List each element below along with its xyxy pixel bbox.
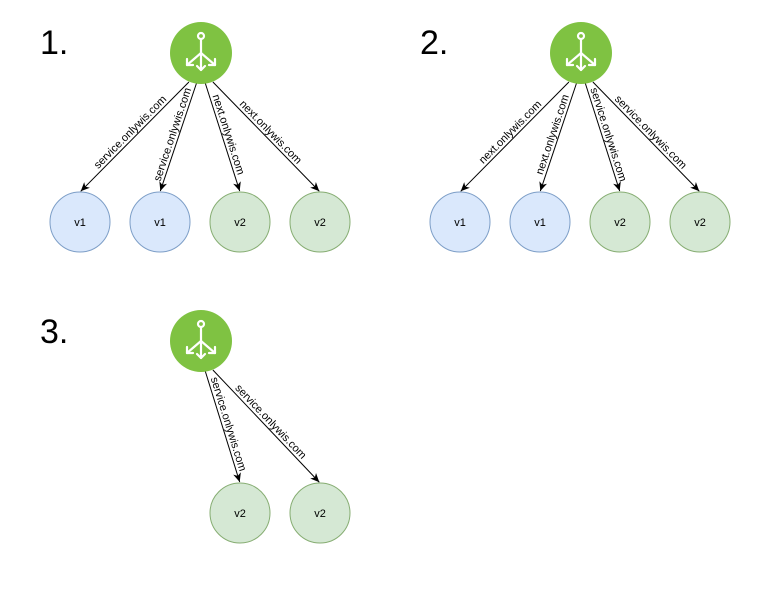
service-node-label: v1: [154, 217, 166, 229]
panel-3: 3.service.onlywis.comservice.onlywis.com…: [40, 310, 351, 544]
service-node-v1: v1: [49, 191, 111, 253]
service-node-v1: v1: [129, 191, 191, 253]
service-node-circle: [209, 191, 271, 253]
route-arrow: [212, 369, 320, 483]
service-node-v2: v2: [209, 482, 271, 544]
route-label: next.onlywis.com: [477, 98, 544, 166]
service-node-v1: v1: [429, 191, 491, 253]
route-arrow: [159, 81, 198, 192]
step-number: 2.: [420, 24, 448, 62]
load-balancer-icon: [185, 319, 217, 360]
route-label: service.onlywis.com: [612, 93, 689, 171]
router-node: [170, 22, 232, 84]
service-node-label: v1: [74, 217, 86, 229]
service-node-label: v1: [534, 217, 546, 229]
service-node-v2: v2: [289, 482, 351, 544]
router-node: [170, 310, 232, 372]
service-node-v2: v2: [589, 191, 651, 253]
service-node-circle: [49, 191, 111, 253]
service-node-label: v2: [614, 217, 626, 229]
route-arrow: [204, 81, 241, 192]
service-node-circle: [429, 191, 491, 253]
route-label: next.onlywis.com: [237, 98, 304, 166]
panel-1: 1.service.onlywis.comservice.onlywis.com…: [40, 22, 351, 253]
route-arrow: [212, 81, 320, 192]
service-node-label: v2: [694, 217, 706, 229]
service-node-circle: [669, 191, 731, 253]
service-node-circle: [509, 191, 571, 253]
service-node-circle: [289, 191, 351, 253]
load-balancer-icon: [185, 31, 217, 72]
route-arrow: [80, 81, 190, 192]
service-node-circle: [589, 191, 651, 253]
service-node-circle: [129, 191, 191, 253]
service-node-label: v2: [234, 217, 246, 229]
router-node: [550, 22, 612, 84]
service-node-label: v2: [234, 508, 246, 520]
service-node-v1: v1: [509, 191, 571, 253]
load-balancer-icon: [565, 31, 597, 72]
service-node-circle: [209, 482, 271, 544]
service-node-label: v1: [454, 217, 466, 229]
route-arrow: [584, 81, 621, 192]
service-node-circle: [289, 482, 351, 544]
route-arrow: [204, 369, 241, 483]
route-label: service.onlywis.com: [232, 382, 308, 461]
step-number: 1.: [40, 24, 68, 62]
service-node-label: v2: [314, 217, 326, 229]
service-node-v2: v2: [209, 191, 271, 253]
service-node-label: v2: [314, 508, 326, 520]
service-node-v2: v2: [289, 191, 351, 253]
route-arrow: [539, 81, 578, 192]
service-node-v2: v2: [669, 191, 731, 253]
route-arrow: [460, 81, 570, 192]
step-number: 3.: [40, 313, 68, 351]
route-arrow: [592, 81, 700, 192]
